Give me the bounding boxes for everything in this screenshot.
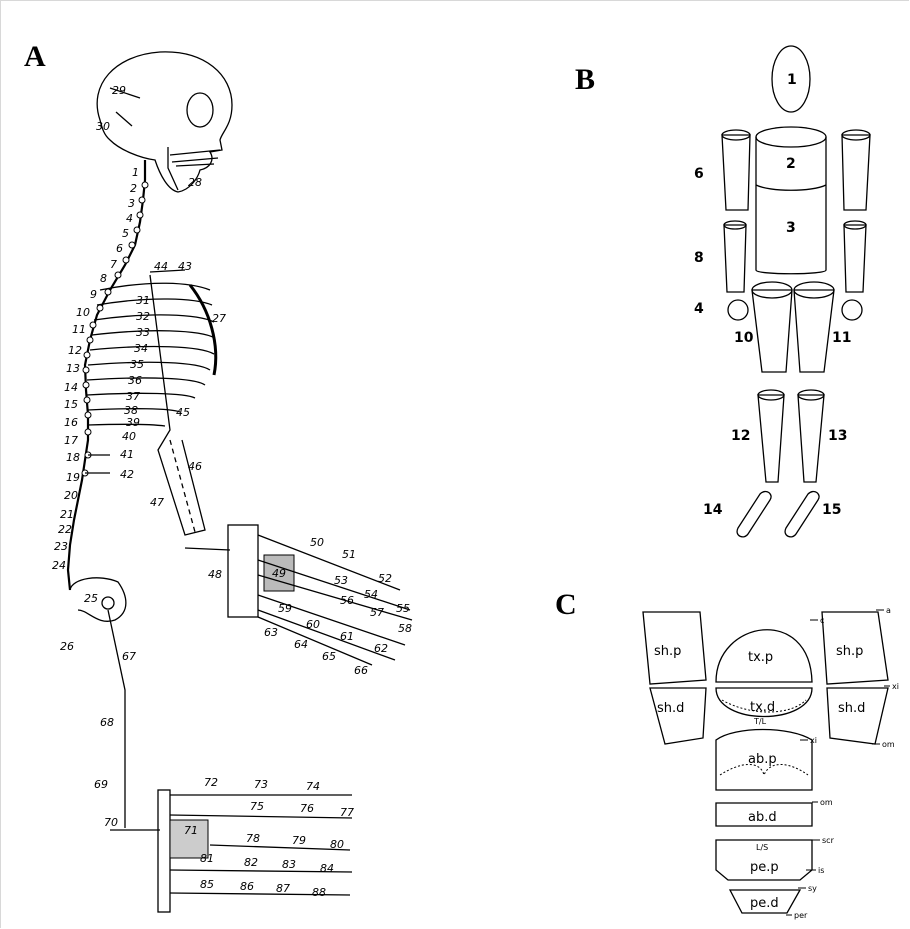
label-c-t-l: T/L [753,717,767,726]
outline-left-shoulder-distal [650,688,706,744]
label-c-sh-p-left: sh.p [654,644,681,659]
landmark-per: per [794,911,808,920]
label-c-pe-p: pe.p [750,860,779,875]
label-c-tx-p: tx.p [748,650,773,665]
landmark-xi-center: xi [810,736,817,745]
landmark-om-right: om [882,740,895,749]
label-c-sh-d-left: sh.d [657,701,684,716]
outline-right-shoulder-distal [827,688,888,744]
landmark-xi-right: xi [892,682,899,691]
landmark-is: is [818,866,824,875]
label-c-l-s: L/S [756,843,768,852]
label-c-ab-p: ab.p [748,752,777,767]
landmark-om-center: om [820,798,833,807]
label-c-pe-d: pe.d [750,896,779,911]
label-c-tx-d: tx.d [750,700,775,715]
landmark-scr: scr [822,836,835,845]
label-c-sh-d-right: sh.d [838,701,865,716]
landmark-sy: sy [808,884,817,893]
landmark-a: a [886,606,891,615]
label-c-sh-p-right: sh.p [836,644,863,659]
label-c-ab-d: ab.d [748,810,777,825]
landmark-c: c [820,616,824,625]
